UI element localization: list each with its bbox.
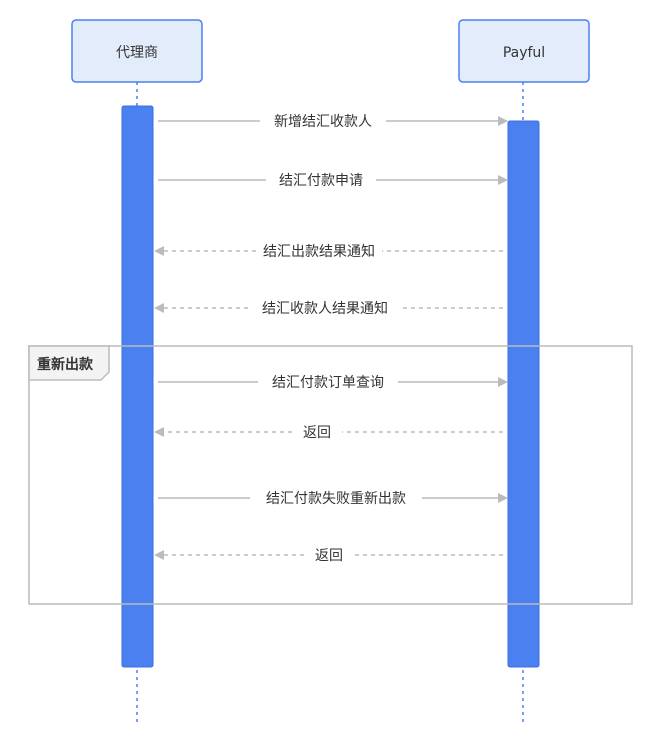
- message-retry-payout: 结汇付款失败重新出款: [158, 491, 508, 507]
- message-payment-request: 结汇付款申请: [158, 173, 508, 189]
- message-order-query: 结汇付款订单查询: [158, 375, 508, 391]
- participant-payful-label: Payful: [503, 45, 545, 61]
- message-payout-result: 结汇出款结果通知: [154, 243, 503, 260]
- fragment-label: 重新出款: [37, 356, 94, 373]
- message-payee-result: 结汇收款人结果通知: [154, 300, 503, 317]
- activation-payful: [507, 120, 540, 668]
- fragment-retry: 重新出款: [28, 345, 633, 605]
- message-payee-result-label: 结汇收款人结果通知: [262, 300, 388, 317]
- participant-agent: 代理商: [71, 19, 203, 83]
- participant-payful-box: [458, 19, 590, 83]
- fragment-frame: [28, 345, 633, 605]
- message-payout-result-label: 结汇出款结果通知: [263, 243, 375, 260]
- message-add-payee-label: 新增结汇收款人: [274, 114, 372, 130]
- message-add-payee: 新增结汇收款人: [158, 114, 508, 130]
- activation-agent: [121, 105, 154, 668]
- message-return-1-label: 返回: [303, 425, 331, 441]
- participant-agent-box: [71, 19, 203, 83]
- message-return-1: 返回: [154, 425, 503, 441]
- message-payment-request-label: 结汇付款申请: [279, 173, 363, 189]
- message-return-2: 返回: [154, 548, 503, 564]
- message-retry-payout-label: 结汇付款失败重新出款: [266, 491, 406, 507]
- participant-agent-label: 代理商: [116, 45, 158, 61]
- fragment-label-tab: [28, 345, 110, 381]
- message-order-query-label: 结汇付款订单查询: [272, 375, 384, 391]
- message-return-2-label: 返回: [315, 548, 343, 564]
- participant-payful: Payful: [458, 19, 590, 83]
